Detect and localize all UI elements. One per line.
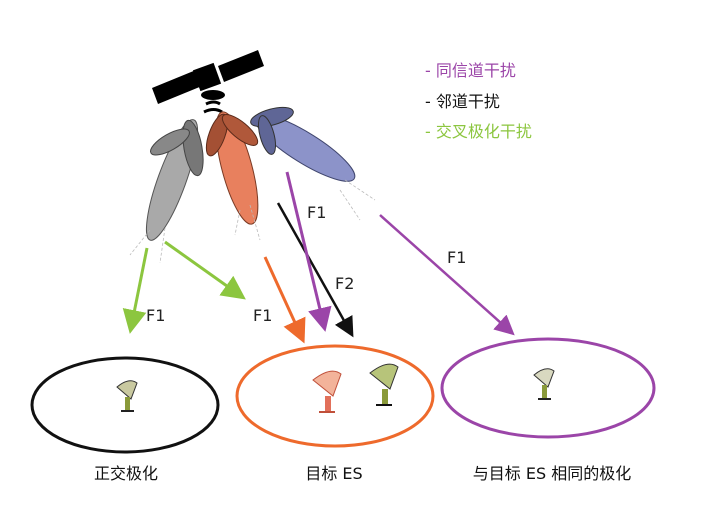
dish-icon: [533, 368, 555, 400]
station-label-orthogonal: 正交极化: [93, 464, 159, 483]
arrow-label: F1: [146, 306, 166, 325]
station-area-target: [235, 344, 435, 448]
arrow-label: F1: [447, 248, 467, 267]
beam-gray: [145, 119, 204, 241]
dish-icon: [116, 380, 138, 412]
legend-adjacent-channel: - 邻道干扰: [425, 92, 500, 111]
arrow-green-2: [164, 240, 246, 300]
dish-icon: [312, 370, 342, 413]
arrow-label: F2: [335, 274, 355, 293]
arrow-purple-1: [285, 171, 332, 332]
station-label-target: 目标 ES: [305, 464, 363, 483]
satellite-icon: [152, 50, 264, 114]
beam-blue: [250, 106, 356, 182]
beam-orange: [205, 111, 259, 225]
legend-cross-polarization: - 交叉极化干扰: [425, 122, 532, 141]
station-area-same-polarization: [440, 337, 656, 439]
station-area-orthogonal: [30, 356, 220, 454]
arrow-orange: [263, 256, 306, 344]
arrow-green-1: [122, 247, 149, 334]
beam-guides: [129, 179, 376, 264]
arrow-label: F1: [253, 306, 273, 325]
arrow-label: F1: [307, 203, 327, 222]
station-label-same-polarization: 与目标 ES 相同的极化: [472, 464, 632, 483]
arrow-black: [276, 202, 354, 338]
arrow-purple-2: [379, 214, 515, 336]
dish-icon: [369, 363, 399, 406]
legend-co-channel: - 同信道干扰: [425, 61, 516, 80]
